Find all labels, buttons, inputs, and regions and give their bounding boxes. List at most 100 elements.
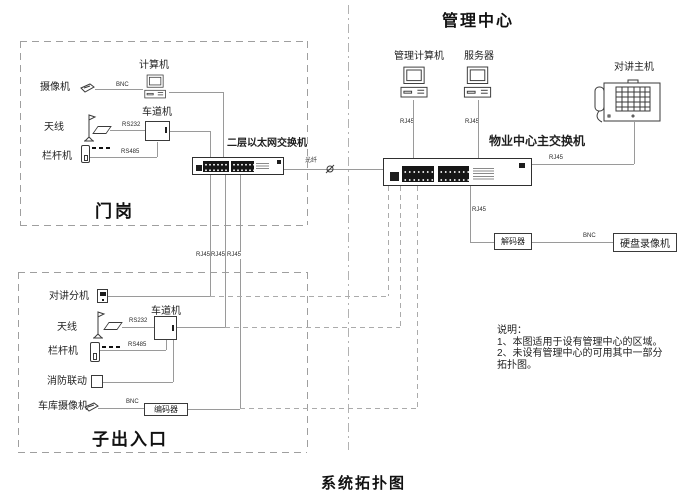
barrier-icon [81, 145, 90, 163]
decoder-label: 解码器 [501, 237, 525, 246]
gate-computer-icon [144, 74, 166, 99]
gate-computer-label: 计算机 [139, 60, 169, 71]
dashed-link-lane2 [400, 186, 401, 327]
mgmt-computer-icon [400, 66, 428, 98]
rj45-label-drop3: RJ45 [227, 252, 242, 259]
dashed-link-encoder [417, 186, 418, 408]
sub-entrance-box-border-right [307, 272, 308, 452]
rj45-label-decoder: RJ45 [472, 207, 487, 213]
main-switch-label: 物业中心主交换机 [489, 134, 586, 148]
decoder-to-dvr-line [532, 242, 613, 243]
barrier-detail [93, 353, 97, 360]
antenna-to-lane-line [110, 130, 145, 131]
camera-icon [80, 83, 95, 93]
sub-barrier-label: 栏杆机 [48, 346, 78, 357]
vent-grille [256, 163, 269, 170]
rj45-drop-line-2 [225, 175, 226, 327]
rj45-label-intercom: RJ45 [549, 155, 564, 161]
camera-to-computer-line [95, 89, 143, 90]
garage-camera-to-encoder-line [98, 408, 144, 409]
bnc-label-garage: BNC [126, 399, 139, 405]
port-block [402, 166, 434, 182]
sub-lane-machine-box [154, 316, 177, 340]
server-icon [463, 66, 492, 98]
led-indicator [519, 163, 525, 168]
barrier-icon [90, 342, 100, 362]
indicator-mark [172, 325, 174, 331]
garage-camera-label: 车库摄像机 [38, 401, 88, 412]
camera-icon [84, 402, 99, 412]
intercom-ext-detail [102, 299, 104, 301]
dashed-link-intercom-ext [210, 296, 388, 297]
rs232-label-gate: RS232 [122, 122, 141, 128]
bnc-label-dvr: BNC [583, 233, 596, 239]
barrier-detail [84, 155, 88, 161]
lane-to-switch-line [210, 131, 211, 157]
rj45-drop-line-1 [210, 175, 211, 296]
intercom-ext-icon [97, 289, 108, 303]
fiber-connector-icon [325, 164, 335, 174]
bnc-label-gate: BNC [116, 82, 129, 88]
rj45-label-drop1: RJ45 [196, 252, 211, 259]
fire-to-lane2-line [173, 340, 174, 382]
mgmt-computer-to-switch-line [413, 100, 414, 158]
gate-box-border-bottom [20, 225, 307, 226]
barrier2-to-lane2-line [100, 350, 166, 351]
notes-heading: 说明： [497, 325, 527, 336]
rj45-label-drop2: RJ45 [211, 252, 226, 259]
sub-antenna-label: 天线 [57, 322, 77, 333]
main-switch [383, 158, 532, 186]
encoder-box: 编码器 [144, 403, 188, 416]
management-center-title: 管理中心 [442, 13, 515, 30]
l2-switch-label: 二层以太网交换机 [227, 138, 307, 149]
l2-switch [192, 157, 284, 175]
gate-barrier-label: 栏杆机 [42, 151, 72, 162]
sub-entrance-box-border-top [18, 272, 307, 273]
decoder-box: 解码器 [494, 233, 532, 250]
sub-entrance-box-border-left [18, 272, 19, 452]
antenna-icon [84, 114, 97, 142]
intercom-ext-detail [100, 292, 106, 296]
intercom-host-icon [594, 79, 661, 123]
server-to-switch-line [478, 100, 479, 158]
intercom-to-switch-line [532, 164, 634, 165]
fire-to-lane2-line [103, 382, 173, 383]
notes-line: 1、本图适用于设有管理中心的区域。 [497, 336, 663, 348]
barrier2-to-lane2-line [166, 340, 167, 350]
switch-to-decoder-line [470, 186, 471, 242]
antenna-icon [93, 311, 106, 339]
led-indicator [277, 160, 281, 164]
management-center-divider-line [348, 5, 349, 450]
barrier-arm-icon [102, 346, 122, 348]
mgmt-computer-label: 管理计算机 [394, 51, 444, 62]
gate-lane-machine-box [145, 121, 170, 141]
server-label: 服务器 [464, 51, 494, 62]
uplink-port-icon [390, 172, 399, 181]
dvr-box: 硬盘录像机 [613, 233, 677, 252]
computer-to-switch-line [223, 92, 224, 157]
lane-to-switch-line [170, 131, 210, 132]
sub-entrance-box-border-bottom [18, 452, 307, 453]
gate-region-title: 门岗 [95, 202, 135, 221]
indicator-mark [165, 127, 167, 133]
rs232-label-sub: RS232 [129, 318, 148, 324]
intercom-ext-line [108, 296, 210, 297]
barrier-to-lane-line [157, 142, 158, 157]
dashed-link-lane2 [225, 327, 400, 328]
notes-block: 说明： 1、本图适用于设有管理中心的区域。 2、未设有管理中心的可用其中一部分 … [497, 325, 677, 371]
diagram-title: 系统拓扑图 [321, 475, 407, 492]
switch-to-decoder-line [470, 242, 494, 243]
barrier-to-lane-line [90, 157, 157, 158]
encoder-label: 编码器 [154, 405, 178, 414]
vent-grille [473, 168, 494, 181]
port-block [231, 161, 254, 172]
computer-to-switch-line [169, 92, 223, 93]
antenna-to-lane2-line [122, 327, 154, 328]
gate-box-border-right [307, 41, 308, 225]
fiber-label: 光纤 [305, 158, 318, 164]
fiber-link-line [284, 169, 383, 170]
notes-line: 2、未设有管理中心的可用其中一部分 [497, 348, 663, 359]
sub-lane-machine-label: 车道机 [151, 306, 181, 317]
rj45-label-server: RJ45 [465, 119, 480, 125]
